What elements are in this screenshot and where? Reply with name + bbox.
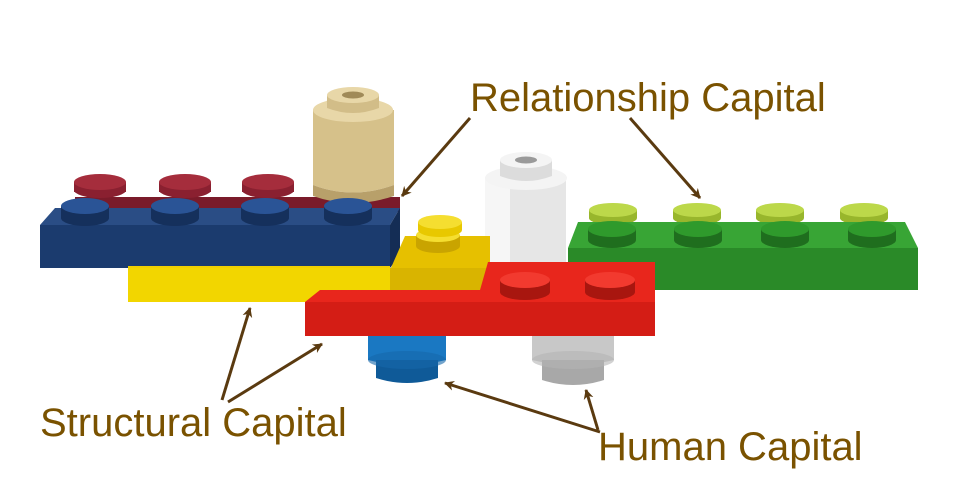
- arrow-structural-to-red: [227, 342, 323, 404]
- gray-round-brick: [532, 336, 614, 385]
- red-plate: [305, 262, 655, 336]
- arrow-human-to-gray: [583, 389, 600, 431]
- arrow-relationship-to-tan: [400, 117, 472, 197]
- arrow-human-to-blue: [444, 380, 601, 434]
- tan-round-brick: [313, 87, 394, 203]
- structural-capital-label: Structural Capital: [40, 401, 347, 445]
- arrow-structural-to-yellow: [220, 307, 253, 401]
- relationship-capital-label: Relationship Capital: [470, 76, 826, 120]
- blue-round-brick: [368, 336, 446, 383]
- green-plate: [568, 203, 918, 290]
- navy-plate: [40, 198, 400, 268]
- arrow-relationship-to-green: [628, 117, 702, 199]
- white-round-brick: [485, 152, 567, 275]
- arrows: [220, 117, 702, 434]
- human-capital-label: Human Capital: [598, 425, 863, 469]
